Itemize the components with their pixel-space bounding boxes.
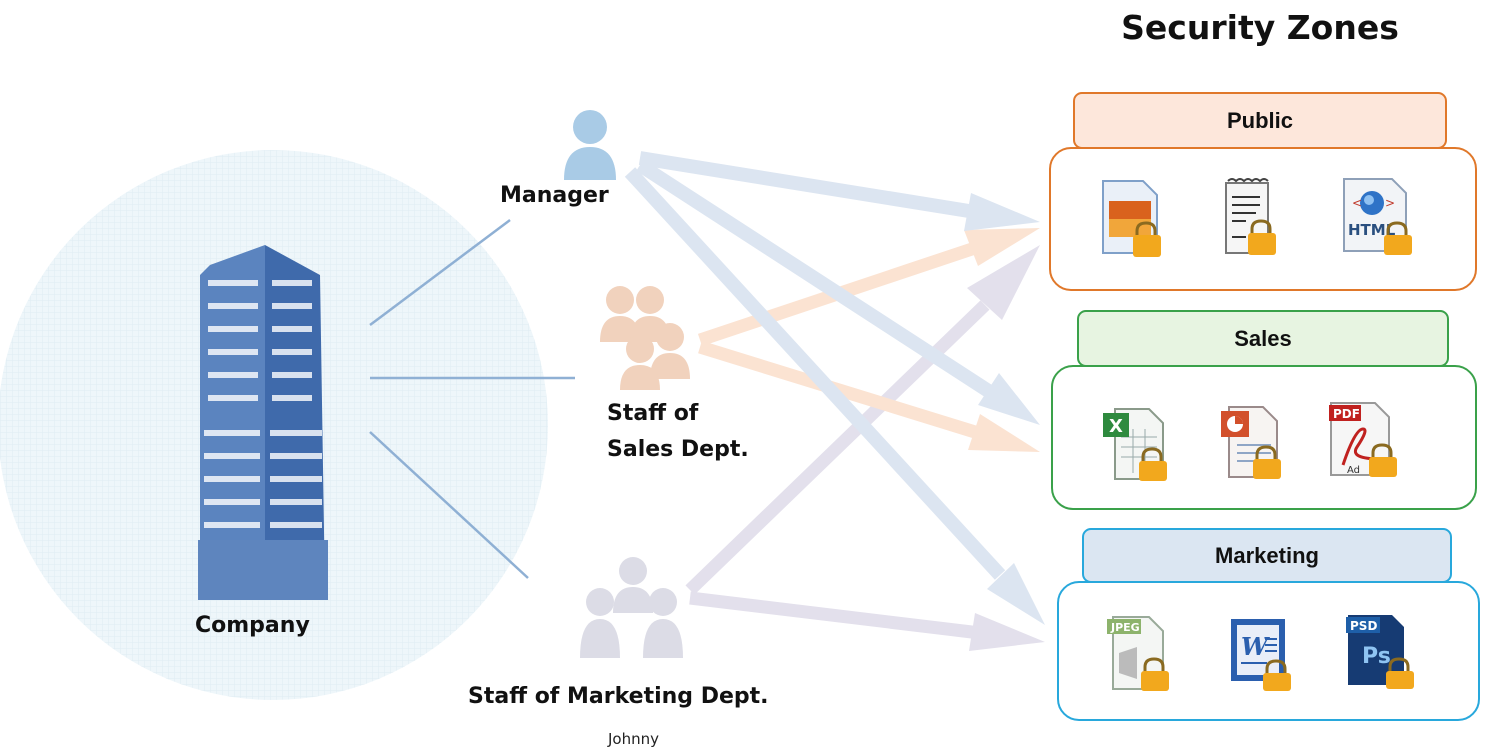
connector-marketing	[369, 431, 529, 579]
sales-staff-label-line2: Sales Dept.	[607, 437, 749, 462]
svg-text:<: <	[1352, 196, 1362, 210]
psd-file-sub: Ps	[1362, 644, 1391, 669]
company-label: Company	[195, 613, 310, 638]
zone-tab-marketing[interactable]: Marketing	[1082, 528, 1452, 583]
word-file-icon: W	[1231, 619, 1291, 691]
author-note: Johnny	[608, 730, 659, 748]
manager-label: Manager	[500, 183, 609, 208]
pdf-file-icon: PDF Ad	[1329, 402, 1397, 477]
image-file-icon	[1102, 180, 1161, 257]
zone-box-sales: X PDF Ad	[1051, 365, 1477, 510]
word-file-text: W	[1241, 632, 1270, 661]
single-user-icon	[564, 110, 616, 180]
office-building-icon	[198, 245, 328, 600]
html-file-icon: < > HTML	[1343, 178, 1412, 255]
powerpoint-file-icon	[1221, 406, 1281, 479]
pdf-file-text: PDF	[1333, 407, 1360, 421]
zone-box-public: < > HTML	[1049, 147, 1477, 291]
arrows-manager	[624, 151, 1045, 625]
svg-text:X: X	[1109, 416, 1123, 437]
jpeg-file-icon: JPEG	[1107, 616, 1169, 691]
zone-box-marketing: JPEG W PSD Ps	[1057, 581, 1480, 721]
connector-manager	[369, 219, 511, 326]
pdf-file-sub: Ad	[1347, 465, 1360, 476]
psd-file-icon: PSD Ps	[1346, 615, 1414, 689]
user-group-icon	[580, 557, 683, 658]
page-title: Security Zones	[1121, 8, 1399, 47]
zone-tab-sales[interactable]: Sales	[1077, 310, 1449, 367]
html-file-text: HTML	[1348, 221, 1396, 239]
svg-text:>: >	[1385, 196, 1395, 210]
sales-staff-label: Staff of Sales Dept.	[607, 396, 749, 468]
excel-file-icon: X	[1103, 408, 1167, 481]
text-document-icon	[1225, 178, 1276, 255]
marketing-staff-label: Staff of Marketing Dept.	[468, 684, 769, 709]
jpeg-file-text: JPEG	[1110, 621, 1140, 634]
sales-staff-label-line1: Staff of	[607, 401, 699, 426]
zone-tab-public[interactable]: Public	[1073, 92, 1447, 149]
psd-file-text: PSD	[1350, 619, 1377, 633]
user-group-icon	[600, 286, 690, 390]
